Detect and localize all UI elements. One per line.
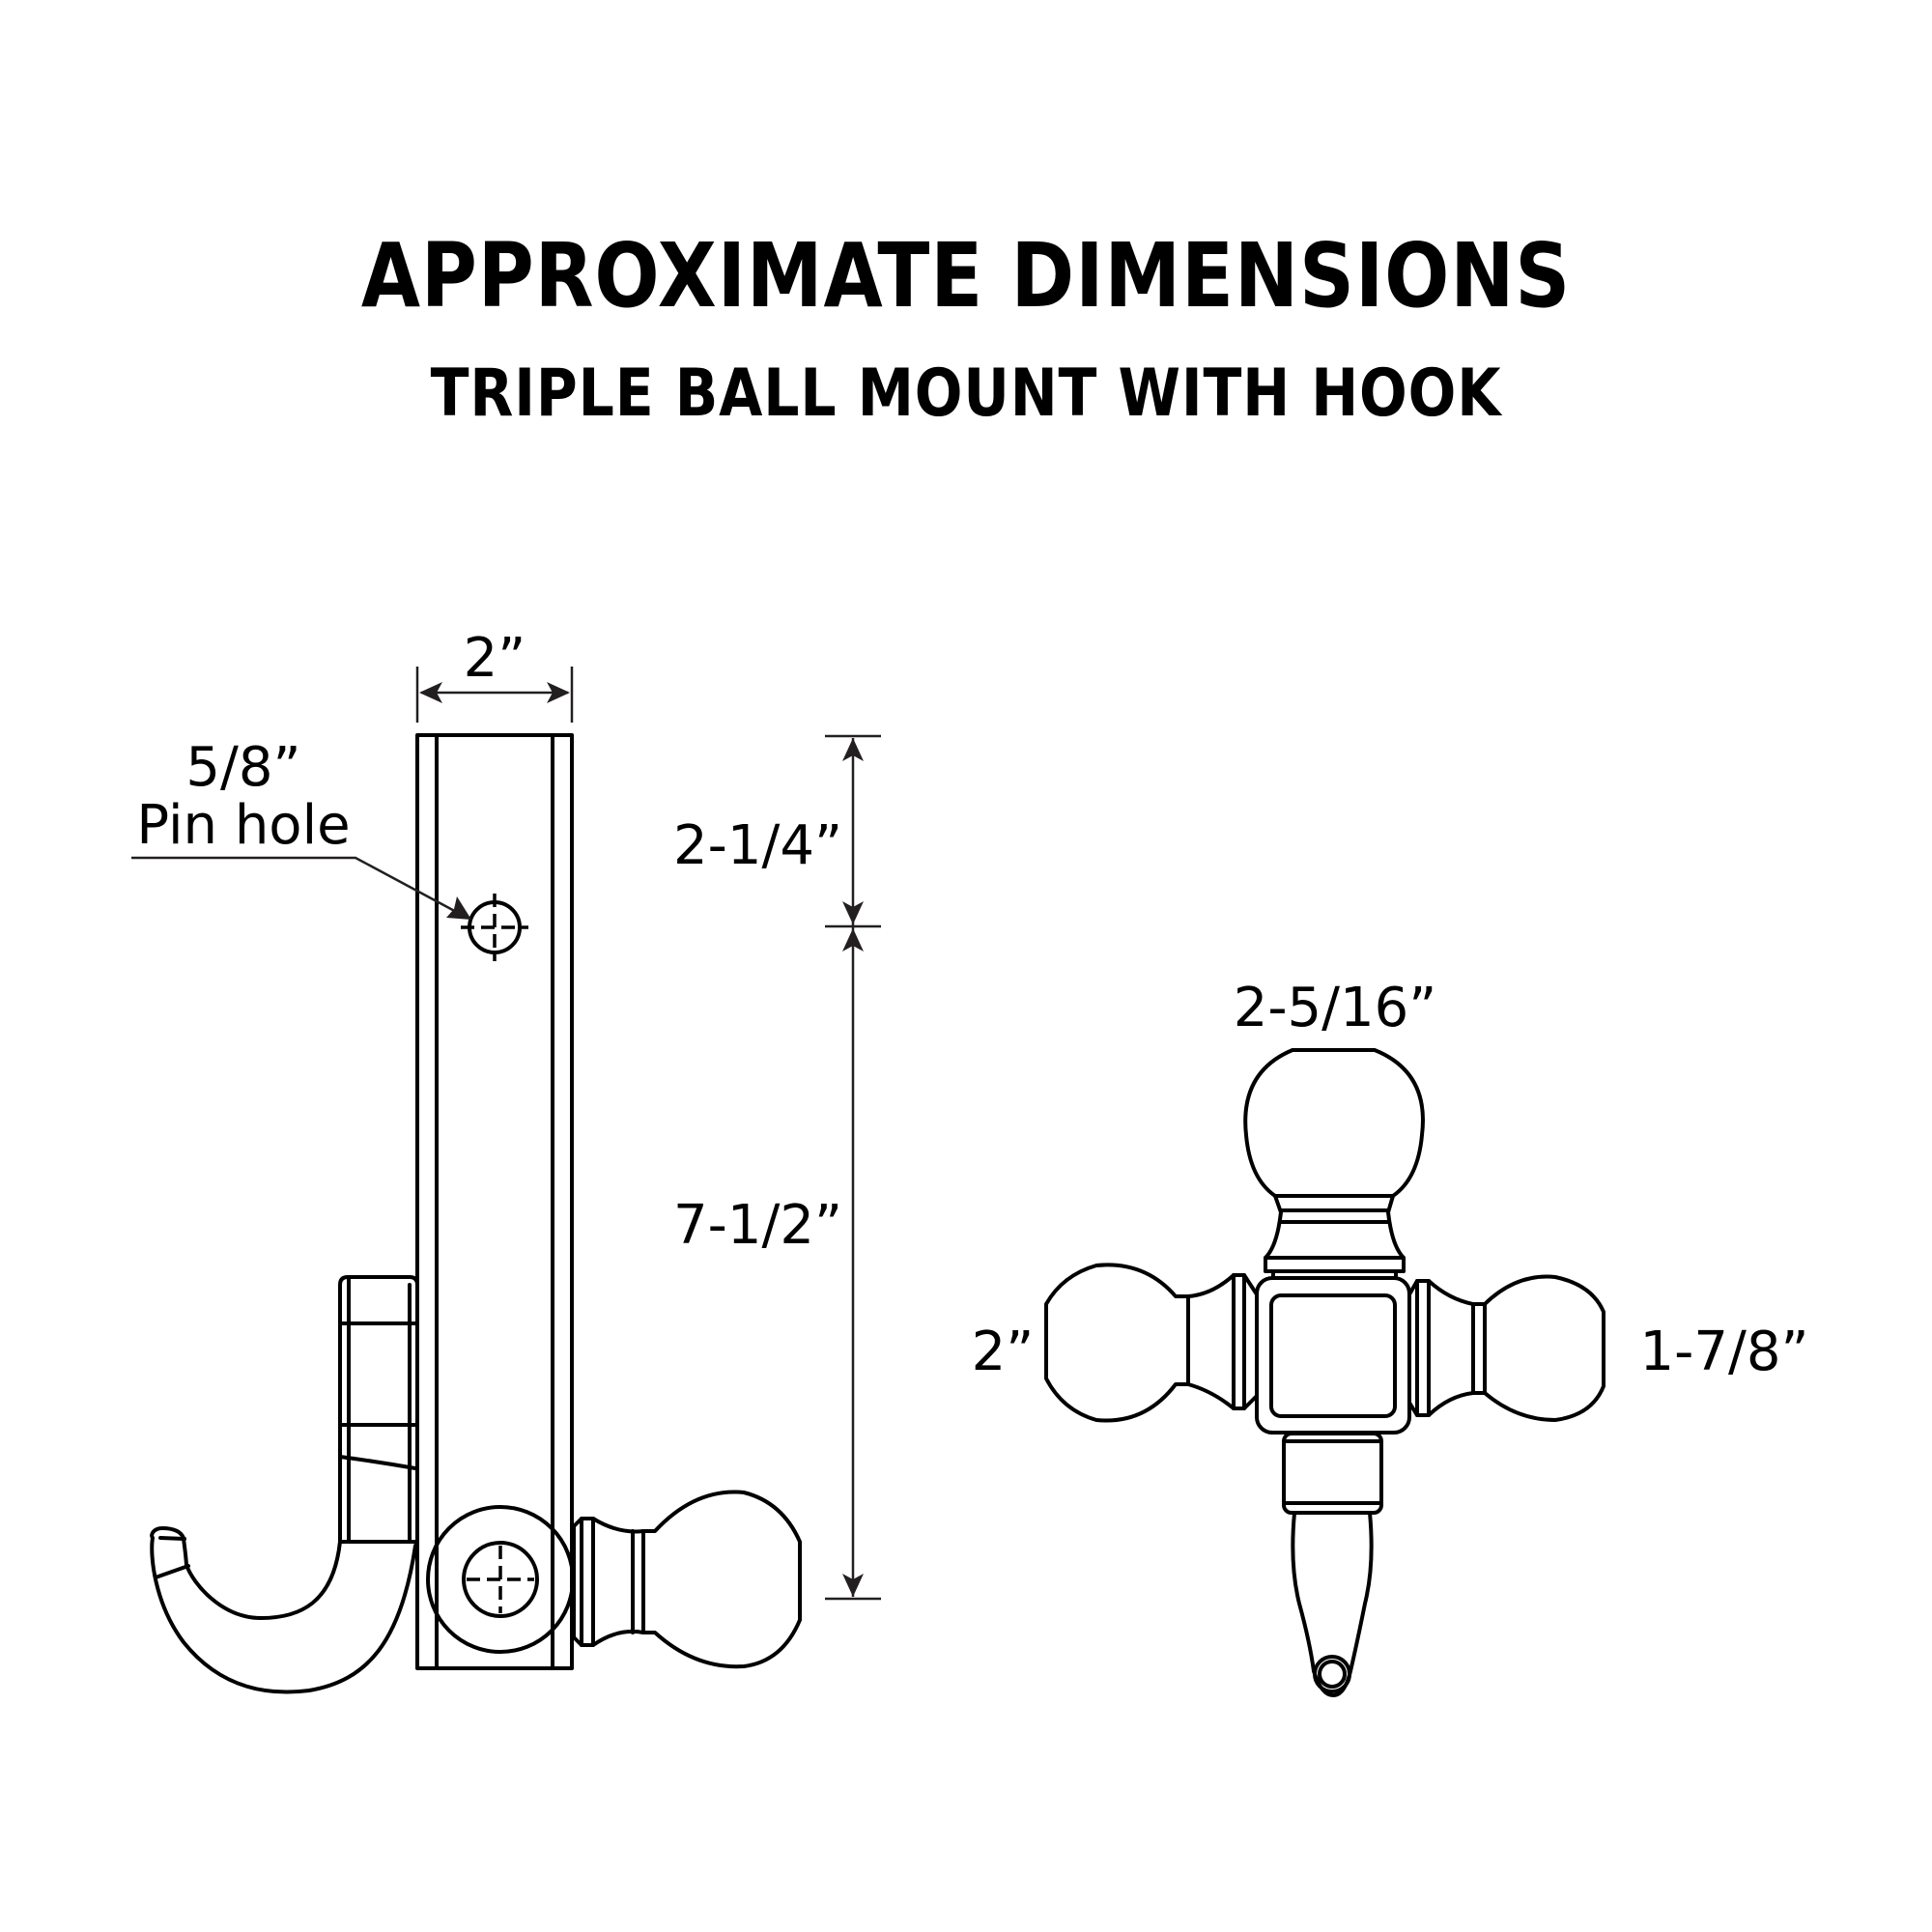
shank-width-label: 2” <box>464 627 526 690</box>
pin-hole-size-label: 5/8” <box>185 736 300 799</box>
pin-hole-callout: 5/8” Pin hole <box>131 736 471 920</box>
page-title: APPROXIMATE DIMENSIONS <box>360 224 1572 327</box>
center-block <box>1255 1276 1411 1435</box>
hook-bracket <box>338 1275 419 1544</box>
pin-to-top-label: 2-1/4” <box>673 814 842 877</box>
shank-width-dimension: 2” <box>415 627 574 723</box>
side-ball <box>572 1490 802 1669</box>
left-ball-size-label: 2” <box>972 1321 1035 1383</box>
side-view: 2” 5/8” Pin hole <box>131 627 881 1694</box>
pin-hole <box>461 894 528 961</box>
bottom-shank <box>1282 1432 1383 1697</box>
hook <box>150 1526 417 1694</box>
right-ball <box>1407 1274 1605 1422</box>
pin-hole-text: Pin hole <box>136 794 350 857</box>
height-dimensions: 2-1/4” 7-1/2” <box>673 734 881 1601</box>
top-ball <box>1243 1048 1425 1280</box>
left-ball <box>1044 1263 1259 1423</box>
page-subtitle: TRIPLE BALL MOUNT WITH HOOK <box>430 355 1502 432</box>
pin-to-bottom-label: 7-1/2” <box>673 1194 842 1257</box>
right-ball-size-label: 1-7/8” <box>1640 1321 1809 1383</box>
front-view: 2-5/16” 2” 1-7/8” <box>972 977 1809 1697</box>
top-ball-size-label: 2-5/16” <box>1234 977 1437 1039</box>
shank-tube <box>415 733 574 1670</box>
